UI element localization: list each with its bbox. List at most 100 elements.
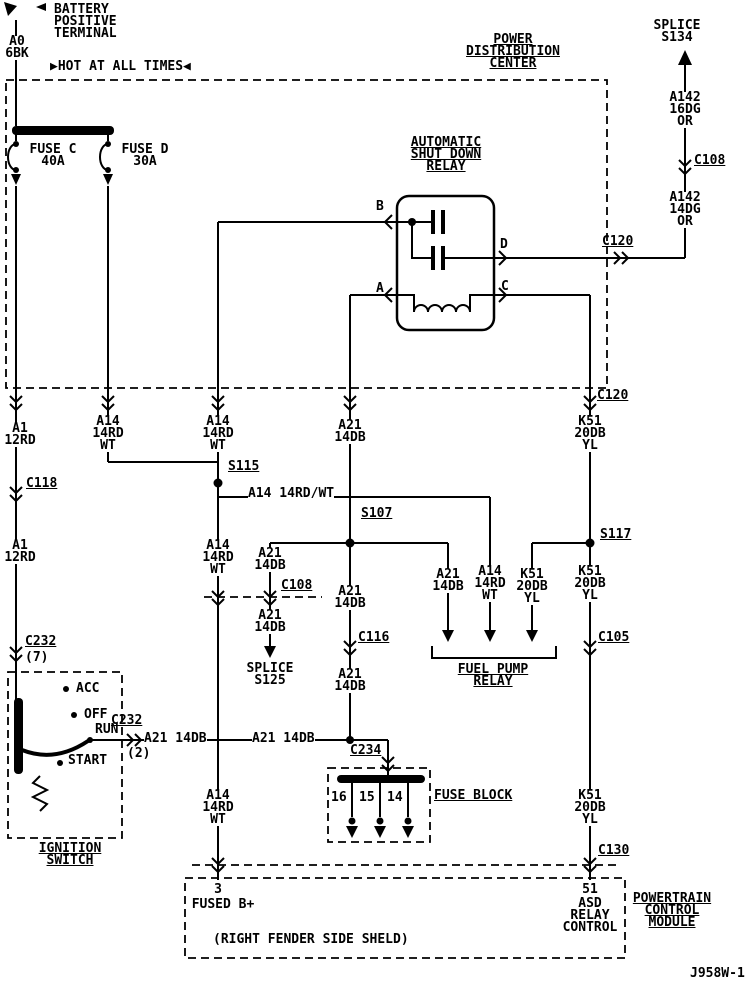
connector-label-c130: C130 bbox=[598, 843, 630, 858]
battery-feed-arrow bbox=[4, 2, 17, 16]
ignition-pos-start: START bbox=[68, 753, 108, 768]
battery-positive-terminal-label: BATTERY POSITIVE TERMINAL bbox=[54, 2, 117, 41]
c108-top-symbol bbox=[678, 159, 692, 176]
pcm-pin-51: 51 bbox=[582, 882, 598, 897]
c118-symbol bbox=[9, 486, 23, 503]
connector-label-c232-ignition: C232 bbox=[111, 713, 143, 728]
c130-symbol-b bbox=[583, 857, 597, 874]
connector-symbols bbox=[9, 159, 692, 874]
wire-label-a21-fpr: A21 14DB bbox=[430, 568, 466, 593]
connector-label-c105: C105 bbox=[598, 630, 630, 645]
wire-label-a14-mid: A14 14RD WT bbox=[200, 539, 236, 576]
fuse-d-symbol bbox=[99, 143, 109, 171]
fuel-pump-relay-bracket bbox=[431, 646, 557, 659]
c116-symbol bbox=[343, 640, 357, 657]
wire-label-a1-upper: A1 12RD bbox=[2, 422, 38, 447]
connector-label-c232-left: C232 bbox=[25, 634, 57, 649]
wire-label-k51-lower: K51 20DB YL bbox=[572, 789, 608, 826]
wire-label-a21-upper: A21 14DB bbox=[332, 419, 368, 444]
relay-pin-d: D bbox=[500, 237, 508, 252]
c232-ignition-symbol bbox=[126, 733, 143, 747]
fuel-pump-relay-label: FUEL PUMP RELAY bbox=[457, 662, 529, 689]
ignition-spring bbox=[30, 775, 50, 812]
wire-label-a1-lower: A1 12RD bbox=[2, 539, 38, 564]
c120-bottom-symbol bbox=[583, 395, 597, 412]
fuse-block-pin-14: 14 bbox=[387, 790, 403, 805]
ignition-pos-acc: ACC bbox=[76, 681, 100, 696]
wire-label-a21-s125-upper: A21 14DB bbox=[252, 547, 288, 572]
wire-label-a142-16dg: A142 16DG OR bbox=[667, 91, 703, 128]
ignition-pos-off: OFF bbox=[84, 707, 108, 722]
drawing-number: J958W-1 bbox=[690, 966, 745, 981]
relay-pin-a: A bbox=[376, 281, 384, 296]
wire-label-a21-s125-lower: A21 14DB bbox=[252, 609, 288, 634]
ignition-pos-run: RUN bbox=[95, 722, 119, 737]
pdc-bus-bar bbox=[12, 126, 114, 135]
powertrain-control-module-box bbox=[184, 864, 626, 959]
relay-pin-b: B bbox=[376, 199, 384, 214]
c232-left-symbol bbox=[9, 646, 23, 663]
fuse-block-label: FUSE BLOCK bbox=[434, 788, 513, 803]
power-distribution-center-box bbox=[5, 79, 608, 389]
c234-symbol bbox=[381, 756, 395, 773]
bus-bars-and-splices bbox=[12, 126, 595, 825]
wire-label-k51-mid: K51 20DB YL bbox=[572, 565, 608, 602]
wire-label-a14-branch: A14 14RD/WT bbox=[248, 486, 335, 501]
wire-label-a21-mid: A21 14DB bbox=[332, 585, 368, 610]
ignition-switch-symbol bbox=[14, 686, 93, 812]
relay-coil bbox=[397, 294, 494, 313]
wire-label-k51-fpr: K51 20DB YL bbox=[514, 568, 550, 605]
powertrain-control-module-label: POWERTRAIN CONTROL MODULE bbox=[632, 891, 712, 930]
connector-label-c120-bottom: C120 bbox=[597, 388, 629, 403]
splice-label-s117: S117 bbox=[600, 527, 632, 542]
splice-s134-label: SPLICE S134 bbox=[653, 18, 701, 45]
fuse-block-box bbox=[327, 767, 431, 843]
wire-label-k51-upper: K51 20DB YL bbox=[572, 415, 608, 452]
splice-s125-label: SPLICE S125 bbox=[246, 661, 294, 688]
splice-s125-arrow bbox=[264, 646, 276, 658]
fuse-d-label: FUSE D 30A bbox=[121, 142, 169, 169]
pcm-pin-51-name: ASD RELAY CONTROL bbox=[562, 896, 618, 935]
asd-relay-symbol bbox=[383, 194, 508, 332]
wire-label-a14-lower: A14 14RD WT bbox=[200, 789, 236, 826]
asd-relay-label: AUTOMATIC SHUT DOWN RELAY bbox=[410, 135, 482, 174]
pcm-pin-3: 3 bbox=[214, 882, 222, 897]
connector-label-c116: C116 bbox=[358, 630, 390, 645]
splice-s117-dot bbox=[585, 538, 595, 548]
connector-label-c108-mid: C108 bbox=[281, 578, 313, 593]
connector-label-c108-top: C108 bbox=[694, 153, 726, 168]
fuse-c-symbol bbox=[7, 143, 17, 171]
splice-label-s115: S115 bbox=[228, 459, 260, 474]
wire-label-a21-lower: A21 14DB bbox=[332, 668, 368, 693]
wire-label-a14-upper: A14 14RD WT bbox=[200, 415, 236, 452]
pcm-pin-3-name: FUSED B+ bbox=[191, 897, 255, 912]
battery-pointer-arrow bbox=[36, 3, 46, 11]
hot-at-all-times-label: ▶HOT AT ALL TIMES◀ bbox=[50, 59, 191, 74]
fuse-block-pin-16: 16 bbox=[331, 790, 347, 805]
splice-label-s107: S107 bbox=[361, 506, 393, 521]
wire-label-a14-fpr: A14 14RD WT bbox=[472, 565, 508, 602]
c105-symbol bbox=[583, 640, 597, 657]
c120-right-symbol bbox=[613, 251, 630, 265]
wire-label-a21-ignition-left: A21 14DB bbox=[144, 731, 207, 746]
ignition-lever bbox=[20, 739, 90, 757]
c108-mid-symbol-b bbox=[263, 590, 277, 607]
power-distribution-center-label: POWER DISTRIBUTION CENTER bbox=[466, 32, 560, 71]
connector-label-c234: C234 bbox=[350, 743, 382, 758]
fuse-block-bus-bar bbox=[337, 775, 425, 783]
right-fender-note: (RIGHT FENDER SIDE SHELD) bbox=[213, 932, 409, 947]
splice-s115-dot bbox=[213, 478, 223, 488]
arrowheads bbox=[4, 2, 692, 838]
splice-s107-dot bbox=[345, 538, 355, 548]
wire-label-a14-fused: A14 14RD WT bbox=[90, 415, 126, 452]
ignition-switch-box bbox=[7, 671, 123, 839]
wire-label-a21-ignition-right: A21 14DB bbox=[252, 731, 315, 746]
ignition-switch-label: IGNITION SWITCH bbox=[38, 841, 102, 868]
connector-c232-pin-count: (7) bbox=[25, 650, 49, 665]
fuse-c-label: FUSE C 40A bbox=[29, 142, 77, 169]
wire-label-a0: A0 6BK bbox=[0, 35, 34, 60]
connector-label-c120-right: C120 bbox=[602, 234, 634, 249]
connector-label-c118: C118 bbox=[26, 476, 58, 491]
